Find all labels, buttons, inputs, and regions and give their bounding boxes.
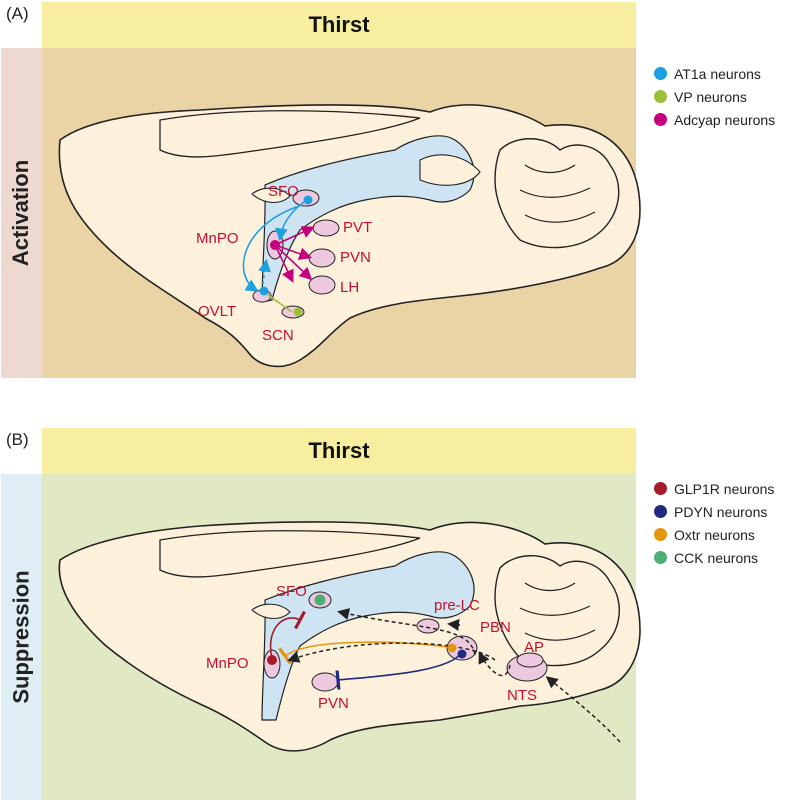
legend-dot	[654, 505, 667, 518]
legend-label: CCK neurons	[674, 549, 759, 566]
legend-item: GLP1R neurons	[654, 477, 774, 500]
legend-label: Adcyap neurons	[674, 111, 776, 128]
panel-a-letter: (A)	[6, 4, 29, 23]
nts-label: NTS	[507, 687, 537, 704]
mnpo-label-b: MnPO	[206, 655, 249, 672]
panel-b-legend: GLP1R neurons PDYN neurons Oxtr neurons …	[654, 477, 774, 569]
legend-item: Adcyap neurons	[654, 108, 775, 131]
legend-dot	[654, 90, 667, 103]
legend-item: Oxtr neurons	[654, 523, 774, 546]
prelc-label: pre-LC	[434, 597, 480, 614]
panel-b-cerebellum	[494, 555, 620, 667]
legend-label: VP neurons	[674, 88, 747, 105]
panel-a-cortex-fold	[159, 110, 421, 158]
legend-label: AT1a neurons	[674, 65, 761, 82]
panel-a-brain: SFO MnPO PVT PVN LH OVLT SCN	[58, 104, 641, 368]
panel-b-brain-outline	[58, 521, 641, 752]
scn-label: SCN	[262, 327, 294, 344]
legend-dot	[654, 113, 667, 126]
pvn-label-b: PVN	[318, 695, 349, 712]
sfo-label: SFO	[268, 183, 299, 200]
panel-b-letter: (B)	[6, 430, 29, 449]
panel-a-pvt-nucleus	[312, 219, 340, 237]
panel-b-cortex-fold	[159, 530, 421, 578]
panel-a-title: Thirst	[42, 2, 636, 48]
panel-a-pvn-nucleus	[308, 248, 336, 268]
panel-a-side-bar: Activation	[1, 48, 42, 378]
legend-dot	[654, 482, 667, 495]
mnpo-label: MnPO	[196, 230, 239, 247]
panel-b-prelc-nucleus	[416, 618, 440, 634]
panel-b-title: Thirst	[42, 428, 636, 474]
panel-b-brain: SFO MnPO PVN pre-LC PBN AP NTS	[58, 521, 641, 752]
panel-b-pvn-nucleus	[311, 672, 339, 692]
ap-label: AP	[524, 639, 544, 656]
pvn-label: PVN	[340, 249, 371, 266]
panel-a-cerebellum	[494, 138, 620, 249]
lh-label: LH	[340, 279, 359, 296]
legend-dot	[654, 67, 667, 80]
legend-item: CCK neurons	[654, 546, 774, 569]
panel-b-ap-nucleus	[516, 652, 544, 668]
legend-item: VP neurons	[654, 85, 775, 108]
pvt-label: PVT	[343, 219, 372, 236]
pbn-label: PBN	[480, 619, 511, 636]
panel-a-legend: AT1a neurons VP neurons Adcyap neurons	[654, 62, 775, 131]
legend-item: AT1a neurons	[654, 62, 775, 85]
panel-b-side-bar: Suppression	[1, 474, 42, 800]
legend-label: PDYN neurons	[674, 503, 768, 520]
legend-item: PDYN neurons	[654, 500, 774, 523]
sfo-label-b: SFO	[276, 583, 307, 600]
ovlt-label: OVLT	[198, 303, 236, 320]
legend-dot	[654, 551, 667, 564]
legend-label: GLP1R neurons	[674, 480, 775, 497]
legend-label: Oxtr neurons	[674, 526, 755, 543]
panel-a-lh-nucleus	[308, 275, 336, 295]
legend-dot	[654, 528, 667, 541]
